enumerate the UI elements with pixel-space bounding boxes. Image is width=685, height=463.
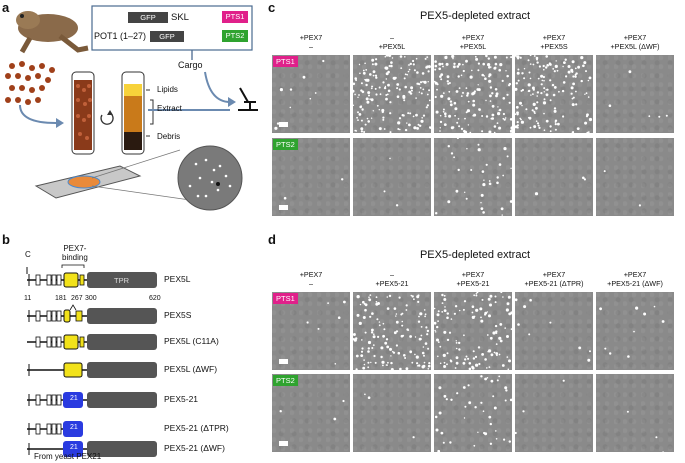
micrograph [596,292,674,370]
column-header: –+PEX5L [378,33,406,51]
micrograph: PTS2 [272,138,350,216]
micrograph [515,55,593,133]
construct-name: PEX5L [164,274,191,284]
column-header: +PEX7+PEX5-21 (ΔWF) [607,270,663,288]
pos-300: 300 [85,295,97,302]
pot1-label: POT1 (1–27) [94,31,147,41]
skl-label: SKL [171,12,189,23]
micrograph [434,138,512,216]
column-header: +PEX7+PEX5S [540,33,568,51]
pts2-badge: PTS2 [222,30,248,42]
tpr-label: TPR [114,276,129,285]
micrograph [515,374,593,452]
pts1-tag: PTS1 [273,293,298,304]
slide-icon [34,165,142,199]
pos-11: 11 [24,295,32,302]
domain-21-label-1: 21 [70,395,78,402]
pts1-tag: PTS1 [273,56,298,67]
micrograph [596,138,674,216]
micrograph [353,374,431,452]
micrograph [596,55,674,133]
column-header: +PEX7+PEX5L [459,33,487,51]
construct-pex5-21-dwf [27,441,157,457]
pos-620: 620 [149,295,161,302]
construct-name: PEX5L (ΔWF) [164,364,218,374]
scale-bar [279,359,288,364]
panel-b-letter: b [2,232,10,247]
column-header: +PEX7+PEX5-21 [456,270,490,288]
micrograph [353,292,431,370]
panel-d-letter: d [268,232,276,247]
tube-label-extract: Extract [157,104,182,113]
pts2-tag: PTS2 [273,139,298,150]
pts2-tag: PTS2 [273,375,298,386]
construct-name: PEX5-21 (ΔWF) [164,443,225,453]
domain-21-label-2: 21 [70,424,78,431]
cargo-caption: Cargo [178,60,203,70]
panel-a-illustration [5,5,258,211]
gfp-box-2: GFP [150,31,184,42]
construct-name: PEX5-21 (ΔTPR) [164,423,229,433]
tube-label-lipids: Lipids [157,85,178,94]
construct-name: PEX5S [164,310,192,320]
frog-icon [16,11,89,54]
microscope-icon [238,87,258,111]
gfp-box-1: GFP [128,12,168,23]
pos-267: 267 [71,295,83,302]
c-site-label: C [25,250,31,259]
tube-packed-eggs-icon [71,71,95,155]
pts1-badge: PTS1 [222,11,248,23]
construct-pex5l [26,264,157,288]
column-header: +PEX7+PEX5-21 (ΔTPR) [524,270,584,288]
panel-d-title: PEX5-depleted extract [419,249,531,261]
column-header: –+PEX5-21 [375,270,409,288]
micrograph [434,374,512,452]
scale-bar [279,441,288,446]
micrograph [434,292,512,370]
construct-pex5-21 [27,392,157,408]
micrograph: PTS2 [272,374,350,452]
tube-fractionated-icon [121,71,145,155]
micrograph [434,55,512,133]
binding-label: PEX7- binding [62,244,88,262]
column-header: +PEX7– [299,33,323,51]
construct-pex5l-c11a [27,334,157,350]
column-header: +PEX7– [299,270,323,288]
micrograph [353,138,431,216]
panel-c-title: PEX5-depleted extract [419,10,531,22]
footer-label: From yeast PEX21 [34,452,102,461]
domain-21-label-3: 21 [70,444,78,451]
pos-181: 181 [55,295,67,302]
construct-name: PEX5-21 [164,394,199,404]
construct-pex5s [27,304,157,324]
construct-pex5-21-dtpr [27,421,83,437]
micrograph [515,138,593,216]
panel-c-letter: c [268,0,276,15]
scale-bar [279,205,288,210]
construct-name: PEX5L (C11A) [164,336,219,346]
micrograph [353,55,431,133]
tube-label-debris: Debris [157,132,181,141]
scale-bar [279,122,288,127]
micrograph: PTS1 [272,292,350,370]
panel-a-letter: a [2,0,10,15]
micrograph [596,374,674,452]
micrograph [515,292,593,370]
construct-pex5l-dwf [27,362,157,378]
eggs-icon [5,61,55,105]
column-header: +PEX7+PEX5L (ΔWF) [610,33,660,51]
domain-diagram [26,264,157,457]
micrograph: PTS1 [272,55,350,133]
zoom-field-icon [177,145,243,211]
